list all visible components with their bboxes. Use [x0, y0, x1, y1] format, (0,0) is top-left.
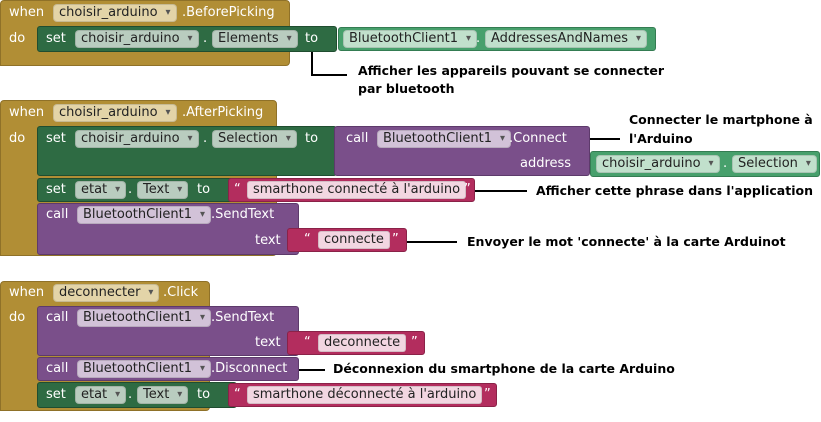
component-dropdown[interactable]: deconnecter: [53, 284, 160, 302]
to-keyword: to: [197, 182, 211, 197]
set-target-dropdown[interactable]: choisir_arduino: [75, 130, 199, 148]
annotation-line: [475, 190, 527, 192]
to-keyword: to: [305, 131, 319, 146]
quote-open: “: [234, 182, 241, 197]
set-target-dropdown[interactable]: etat: [75, 181, 127, 199]
set-target-dropdown[interactable]: choisir_arduino: [75, 30, 199, 48]
quote-close: ”: [411, 335, 418, 350]
text-label: text: [255, 335, 281, 350]
to-keyword: to: [305, 31, 319, 46]
component-dropdown[interactable]: choisir_arduino: [53, 4, 177, 22]
dot: .: [476, 31, 481, 46]
annotation-text: Afficher cette phrase dans l'application: [536, 183, 813, 198]
annotation-line: [311, 52, 313, 76]
call-keyword: call: [46, 207, 69, 222]
set-property-dropdown[interactable]: Elements: [212, 30, 298, 48]
text-label: text: [255, 233, 281, 248]
method-name: .Connect: [509, 131, 567, 146]
annotation-line: [590, 138, 620, 140]
set-keyword: set: [46, 182, 66, 197]
annotation-text: l'Arduino: [629, 131, 693, 146]
call-keyword: call: [46, 361, 69, 376]
set-property-dropdown[interactable]: Text: [137, 181, 189, 199]
annotation-text: par bluetooth: [358, 81, 455, 96]
annotation-line: [407, 241, 457, 243]
getter-property-dropdown[interactable]: AddressesAndNames: [485, 30, 648, 48]
dot: .: [128, 182, 133, 197]
call-keyword: call: [46, 310, 69, 325]
annotation-line: [311, 74, 347, 76]
text-string[interactable]: smarthone déconnecté à l'arduino: [247, 386, 483, 404]
method-name: .Disconnect: [211, 361, 288, 376]
dot: .: [723, 156, 728, 171]
call-component-dropdown[interactable]: BluetoothClient1: [77, 360, 212, 378]
getter-component-dropdown[interactable]: BluetoothClient1: [343, 30, 478, 48]
text-string[interactable]: connecte: [318, 231, 390, 249]
to-keyword: to: [197, 387, 211, 402]
event-name: .BeforePicking: [182, 5, 275, 20]
quote-close: ”: [392, 232, 399, 247]
method-name: .SendText: [211, 310, 275, 325]
set-keyword: set: [46, 131, 66, 146]
quote-open: “: [304, 335, 311, 350]
annotation-text: Afficher les appareils pouvant se connec…: [358, 63, 665, 78]
quote-close: ”: [484, 387, 491, 402]
quote-open: “: [304, 232, 311, 247]
dot: .: [203, 31, 208, 46]
call-keyword: call: [346, 131, 369, 146]
set-property-dropdown[interactable]: Selection: [212, 130, 297, 148]
set-keyword: set: [46, 31, 66, 46]
do-keyword: do: [9, 131, 26, 146]
call-component-dropdown[interactable]: BluetoothClient1: [77, 206, 212, 224]
annotation-text: Connecter le martphone à: [629, 112, 813, 127]
annotation-text: Envoyer le mot 'connecte' à la carte Ard…: [467, 234, 786, 249]
event-name: .Click: [163, 285, 199, 300]
dot: .: [128, 387, 133, 402]
dot: .: [203, 131, 208, 146]
do-keyword: do: [9, 31, 26, 46]
quote-close: ”: [464, 182, 471, 197]
call-component-dropdown[interactable]: BluetoothClient1: [377, 130, 512, 148]
method-name: .SendText: [211, 207, 275, 222]
quote-open: “: [234, 387, 241, 402]
call-component-dropdown[interactable]: BluetoothClient1: [77, 309, 212, 327]
event-name: .AfterPicking: [182, 105, 264, 120]
getter-property-dropdown[interactable]: Selection: [732, 155, 817, 173]
component-dropdown[interactable]: choisir_arduino: [53, 104, 177, 122]
when-keyword: when: [9, 285, 45, 300]
address-label: address: [520, 156, 572, 171]
when-keyword: when: [9, 5, 45, 20]
when-keyword: when: [9, 105, 45, 120]
getter-component-dropdown[interactable]: choisir_arduino: [596, 155, 720, 173]
set-property-dropdown[interactable]: Text: [137, 386, 189, 404]
set-target-dropdown[interactable]: etat: [75, 386, 127, 404]
text-string[interactable]: smarthone connecté à l'arduino: [247, 181, 467, 199]
annotation-line: [299, 369, 325, 371]
set-keyword: set: [46, 387, 66, 402]
annotation-text: Déconnexion du smartphone de la carte Ar…: [333, 361, 675, 376]
do-keyword: do: [9, 310, 26, 325]
text-string[interactable]: deconnecte: [318, 334, 407, 352]
